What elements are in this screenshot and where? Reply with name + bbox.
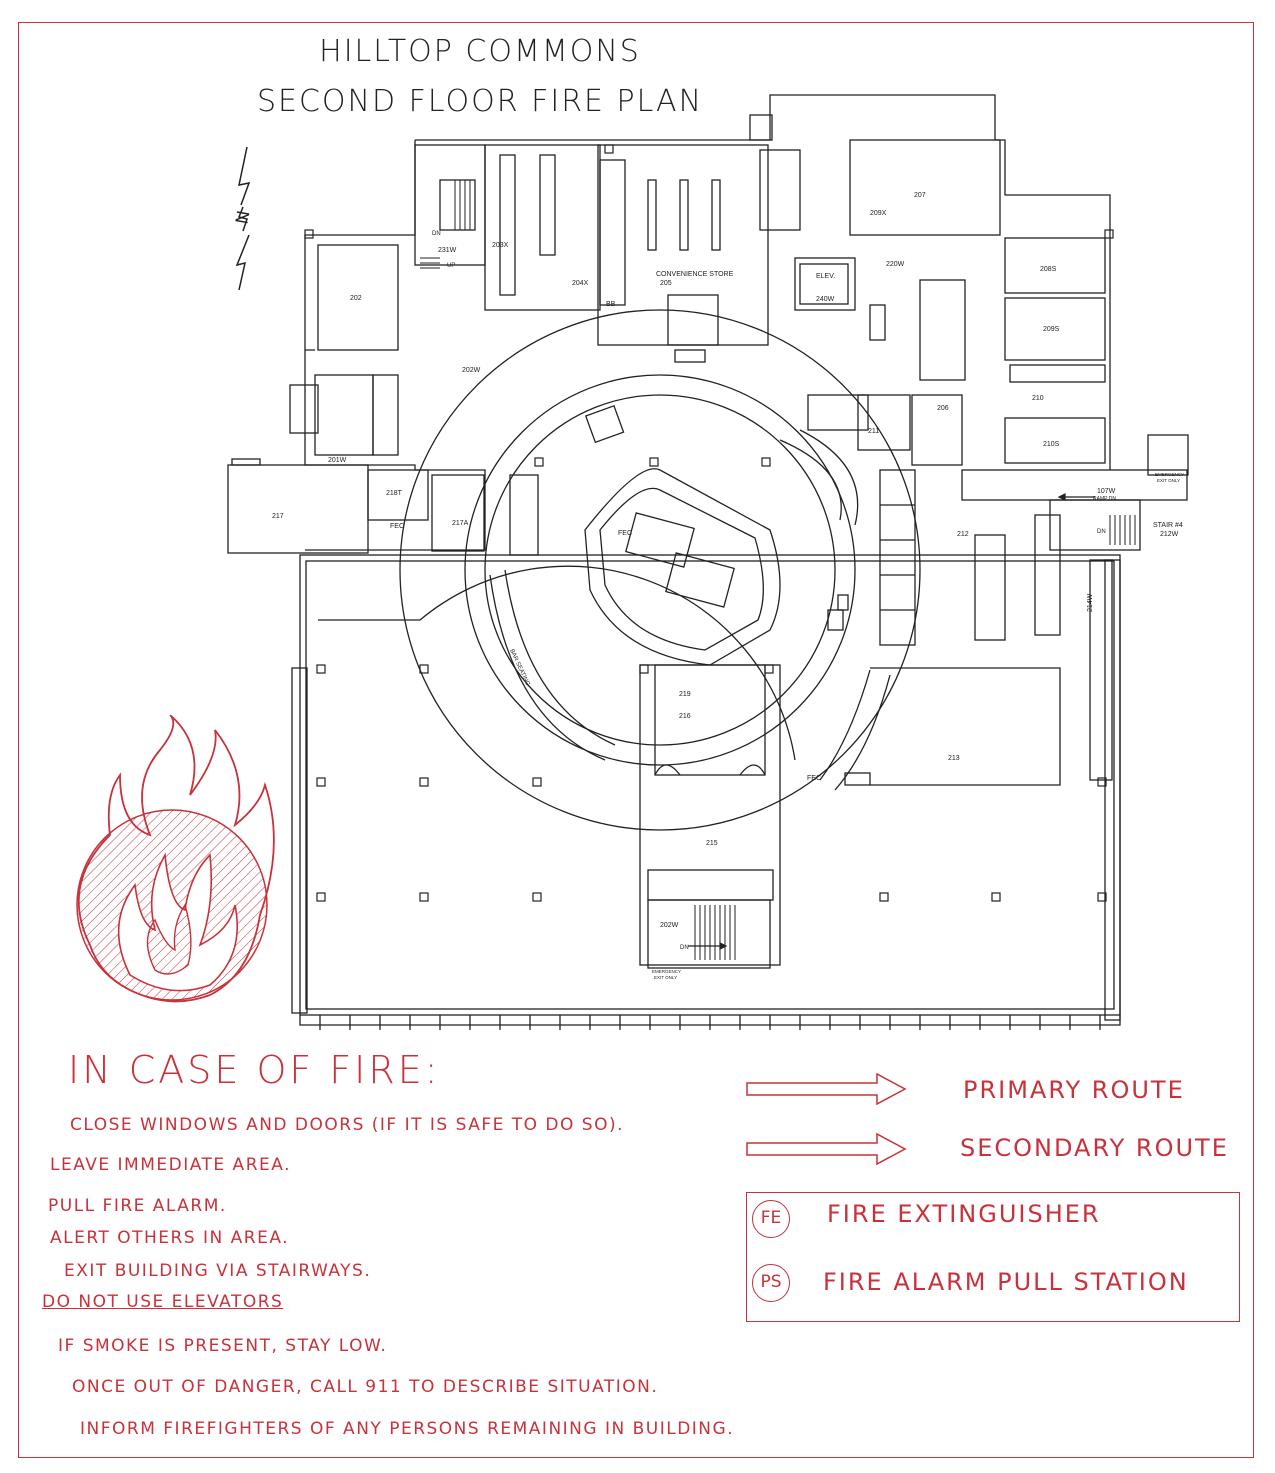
- instruction-6: DO NOT USE ELEVATORS: [42, 1292, 284, 1312]
- down-label-1: DN: [1097, 529, 1106, 535]
- instruction-9: INFORM FIREFIGHTERS OF ANY PERSONS REMAI…: [80, 1419, 735, 1439]
- room-label-convenience-store: CONVENIENCE STORE: [656, 271, 734, 278]
- stair-4-label: STAIR #4: [1153, 522, 1183, 529]
- room-label-201w: 201W: [328, 457, 347, 464]
- down-label-2: DN: [432, 231, 441, 237]
- svg-text:N: N: [231, 209, 253, 225]
- exit-only-label-1: EXIT ONLY: [1157, 478, 1180, 483]
- emergency-label-2: EMERGENCY: [652, 969, 681, 974]
- room-label-209x: 209X: [870, 210, 887, 217]
- room-label-231w: 231W: [438, 247, 457, 254]
- flame-icon: [76, 715, 275, 1003]
- primary-route-arrow-icon: [746, 1072, 907, 1106]
- instruction-5: EXIT BUILDING VIA STAIRWAYS.: [64, 1261, 372, 1281]
- room-label-202w: 202W: [462, 367, 481, 374]
- room-label-216: 216: [679, 713, 691, 720]
- room-label-212w: 212W: [1160, 531, 1179, 538]
- pull-station-label: FIRE ALARM PULL STATION: [823, 1268, 1189, 1296]
- room-label-217: 217: [272, 513, 284, 520]
- emergency-label-1: EMERGENCY: [1155, 472, 1184, 477]
- exit-only-label-2: EXIT ONLY: [654, 975, 677, 980]
- room-label-211: 211: [868, 428, 879, 435]
- legend-box: [746, 1192, 1240, 1322]
- instruction-7: IF SMOKE IS PRESENT, STAY LOW.: [58, 1336, 388, 1356]
- room-label-107w: 107W: [1097, 488, 1116, 495]
- room-label-205: 205: [660, 280, 672, 287]
- fec-label-2: FEC: [618, 530, 632, 537]
- fec-label-1: FEC: [390, 523, 404, 530]
- fire-extinguisher-symbol-icon: FE: [752, 1200, 790, 1238]
- room-label-209s: 209S: [1043, 326, 1060, 333]
- room-label-206: 206: [937, 405, 949, 412]
- instruction-2: LEAVE IMMEDIATE AREA.: [50, 1155, 291, 1175]
- fire-heading: IN CASE OF FIRE:: [68, 1048, 441, 1092]
- room-label-212: 212: [957, 531, 969, 538]
- room-label-240w: 240W: [816, 296, 835, 303]
- plan-title-line2: SECOND FLOOR FIRE PLAN: [256, 84, 704, 119]
- room-label-202: 202: [350, 295, 362, 302]
- room-label-bb: BB: [606, 301, 616, 308]
- room-label-214w: 214W: [1087, 593, 1094, 612]
- room-label-220w: 220W: [886, 261, 905, 268]
- secondary-route-arrow-icon: [746, 1132, 907, 1166]
- room-label-219: 219: [679, 691, 691, 698]
- floor-plan: 202 202W 231W 203X 204X CONVENIENCE STOR…: [227, 94, 1189, 1030]
- room-label-210: 210: [1032, 395, 1044, 402]
- instruction-3: PULL FIRE ALARM.: [48, 1196, 227, 1216]
- bar-seating-label: BAR SEATING: [508, 648, 530, 687]
- room-label-203x: 203X: [492, 242, 509, 249]
- ramp-label: RAMP DN: [1093, 496, 1116, 502]
- room-label-217a: 217A: [452, 520, 469, 527]
- room-label-210s: 210S: [1043, 441, 1060, 448]
- down-label-3: DN: [680, 945, 689, 951]
- room-label-207: 207: [914, 192, 926, 199]
- primary-route-label: PRIMARY ROUTE: [963, 1076, 1185, 1104]
- room-label-213: 213: [948, 755, 960, 762]
- room-label-208s: 208S: [1040, 266, 1057, 273]
- sheet-border: [18, 22, 1254, 1458]
- room-label-218t: 218T: [386, 490, 403, 497]
- instruction-1: CLOSE WINDOWS AND DOORS (IF IT IS SAFE T…: [70, 1115, 625, 1135]
- instruction-8: ONCE OUT OF DANGER, CALL 911 TO DESCRIBE…: [72, 1377, 659, 1397]
- up-label: UP: [447, 263, 455, 269]
- plan-title-line1: HILLTOP COMMONS: [319, 34, 641, 69]
- elevator-label: ELEV.: [816, 273, 835, 280]
- north-arrow-icon: N: [231, 146, 253, 291]
- instruction-4: ALERT OTHERS IN AREA.: [50, 1228, 290, 1248]
- pull-station-symbol-icon: PS: [752, 1264, 790, 1302]
- room-label-202w-stair: 202W: [660, 922, 679, 929]
- room-label-215: 215: [706, 840, 718, 847]
- room-label-204x: 204X: [572, 280, 589, 287]
- fire-extinguisher-label: FIRE EXTINGUISHER: [827, 1200, 1101, 1228]
- secondary-route-label: SECONDARY ROUTE: [960, 1134, 1229, 1162]
- fec-label-3: FEC: [807, 775, 821, 782]
